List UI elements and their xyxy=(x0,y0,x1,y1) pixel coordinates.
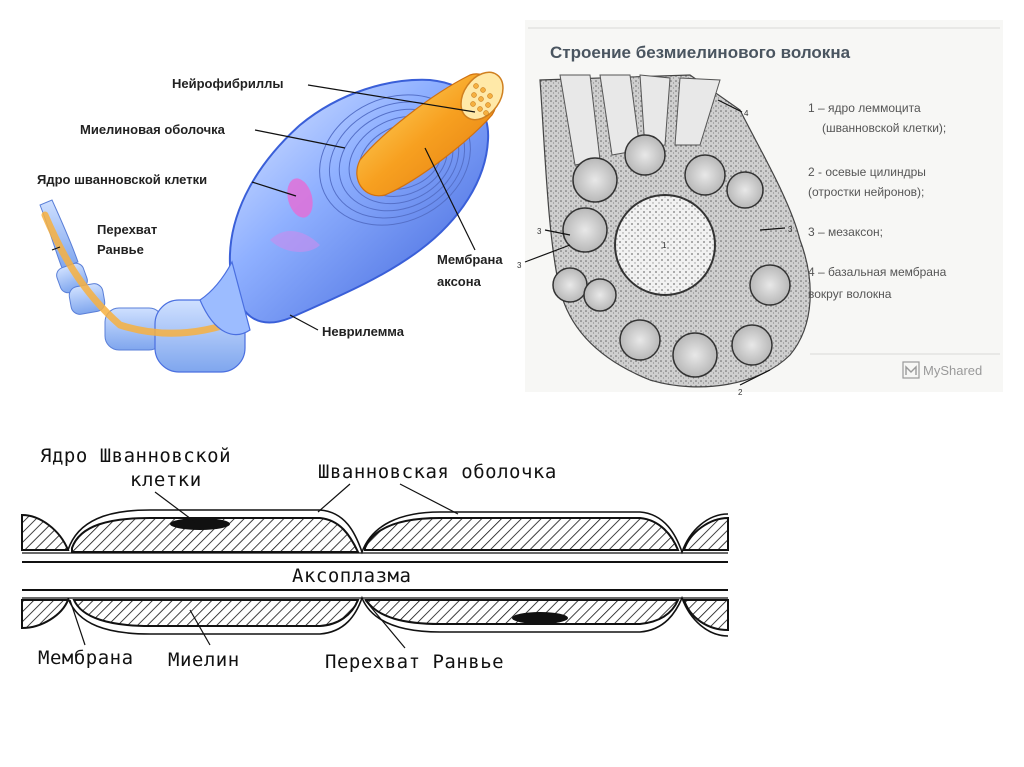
unmyelinated-fiber-panel: Строение безмиелинового волокна xyxy=(517,20,1003,397)
watermark-logo-icon xyxy=(902,361,920,379)
legend: 1 – ядро леммоцита (шванновской клетки);… xyxy=(808,101,947,301)
schematic-section: Ядро Шванновской клетки Шванновская обол… xyxy=(21,445,729,673)
schwann-nucleus xyxy=(287,178,313,218)
legend-item-3: 3 – мезаксон; xyxy=(808,225,883,239)
label-node-ranvier-line1: Перехват xyxy=(97,222,157,237)
schwann-nucleus-upper xyxy=(170,518,230,530)
watermark: MyShared xyxy=(902,361,982,379)
number-3-right: 3 xyxy=(788,225,793,234)
axon-cross-section xyxy=(460,71,504,121)
label-schwann-nucleus-line1: Ядро Шванновской xyxy=(40,445,231,467)
fiber-cross-section-drawing: 4 3 3 3 1 2 xyxy=(517,74,811,397)
label-node-ranvier: Перехват Ранвье xyxy=(325,651,504,673)
panel-title: Строение безмиелинового волокна xyxy=(550,43,851,62)
label-schwann-nucleus: Ядро шванновской клетки xyxy=(37,172,207,187)
label-neurofibrils: Нейрофибриллы xyxy=(172,76,283,91)
legend-item-2: 2 - осевые цилиндры xyxy=(808,165,926,179)
label-myelin-sheath: Миелиновая оболочка xyxy=(80,122,226,137)
label-node-ranvier-line2: Ранвье xyxy=(97,242,144,257)
legend-item-1: 1 – ядро леммоцита xyxy=(808,101,921,115)
label-schwann-nucleus-line2: клетки xyxy=(130,469,202,491)
lemmocyte-nucleus xyxy=(614,194,716,296)
number-3-left: 3 xyxy=(537,227,542,236)
label-membrane: Мембрана xyxy=(38,647,134,669)
label-axon-membrane-line2: аксона xyxy=(437,274,482,289)
number-1: 1 xyxy=(662,241,667,250)
label-schwann-sheath: Шванновская оболочка xyxy=(318,461,557,483)
label-myelin: Миелин xyxy=(168,649,240,671)
legend-item-4: 4 – базальная мембрана xyxy=(808,265,947,279)
schwann-nucleus-lower xyxy=(512,612,568,624)
legend-item-2-cont: (отростки нейронов); xyxy=(808,185,924,199)
label-axon-membrane-line1: Мембрана xyxy=(437,252,503,267)
watermark-text: MyShared xyxy=(923,363,982,378)
myelinated-fiber-illustration: Нейрофибриллы Миелиновая оболочка Ядро ш… xyxy=(37,71,504,373)
neurofibrils-dots xyxy=(470,83,493,116)
number-4: 4 xyxy=(744,109,749,118)
label-neurilemma: Неврилемма xyxy=(322,324,405,339)
legend-item-4-cont: вокруг волокна xyxy=(808,287,892,301)
number-2: 2 xyxy=(738,388,743,397)
axial-cylinders xyxy=(552,134,791,378)
number-3-lower: 3 xyxy=(517,261,522,270)
legend-item-1-cont: (шванновской клетки); xyxy=(822,121,946,135)
label-axoplasm: Аксоплазма xyxy=(292,565,411,587)
